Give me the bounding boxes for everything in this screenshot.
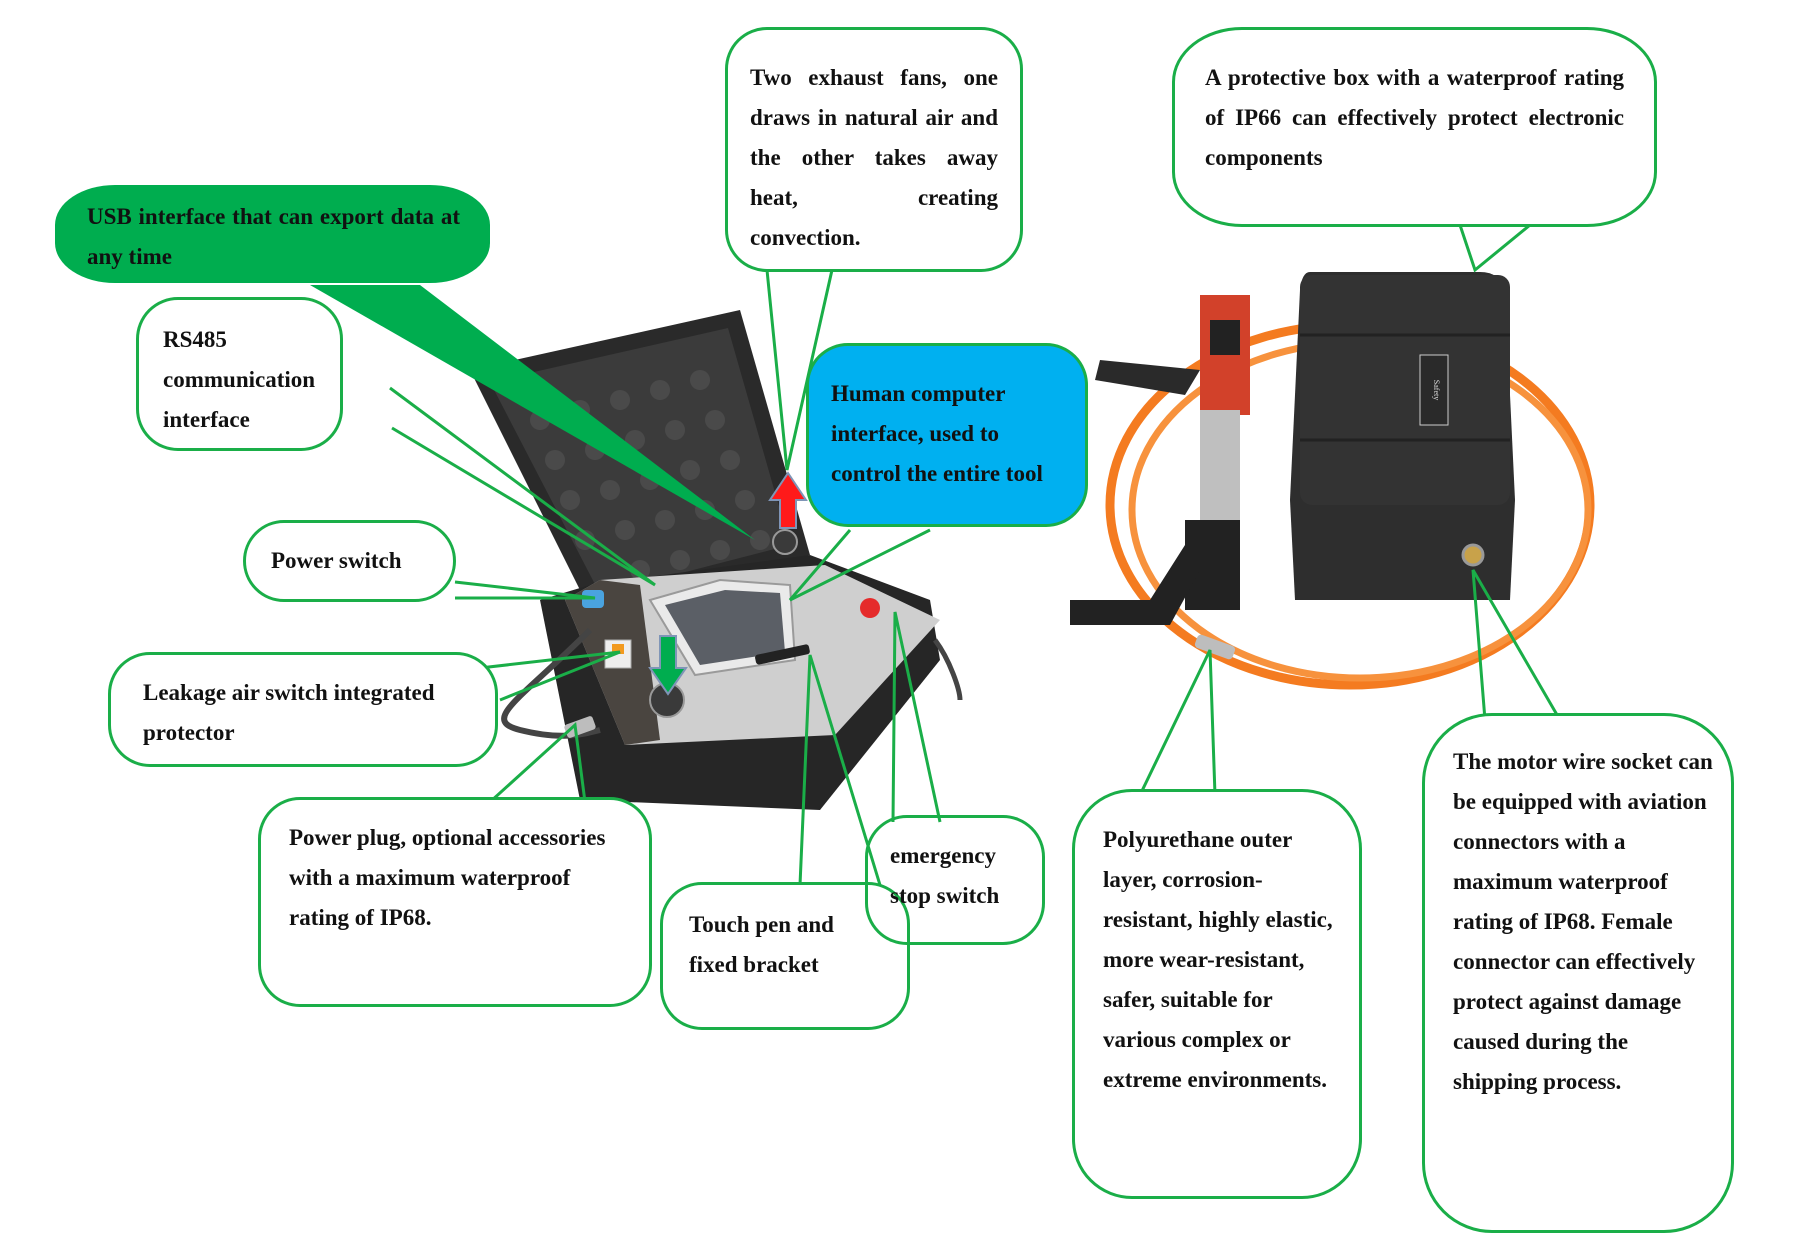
callout-touch-pen-text: Touch pen and fixed bracket: [689, 912, 834, 977]
callout-power-switch: Power switch: [243, 520, 456, 602]
box-label: [1419, 354, 1449, 426]
callout-emergency-stop-text: emergency stop switch: [890, 843, 1000, 908]
box-label-text: Safety: [1432, 380, 1441, 400]
rs485-pointer: [389, 386, 656, 587]
tool-handle: [1095, 360, 1200, 395]
callout-leakage-switch-text: Leakage air switch integrated protector: [143, 680, 435, 745]
pointer-lines: [310, 223, 1562, 886]
callout-exhaust-fans-text: Two exhaust fans, one draws in natural a…: [750, 65, 998, 250]
callout-rs485: RS485 communication interface: [136, 297, 343, 451]
reaction-arm: [1070, 545, 1200, 625]
exhaust-arrow-icon: [768, 471, 808, 529]
touch-pen-bracket: [755, 644, 810, 665]
exhaust-fan: [772, 529, 798, 555]
intake-arrow-icon: [648, 635, 688, 696]
callout-polyurethane-text: Polyurethane outer layer, corrosion-resi…: [1103, 827, 1333, 1092]
callout-hmi: Human computer interface, used to contro…: [806, 343, 1088, 527]
leakage-switch-lever: [612, 644, 624, 654]
callout-protective-box-text: A protective box with a waterproof ratin…: [1205, 65, 1624, 170]
polyurethane-pointer: [1138, 649, 1217, 796]
leakage-pointer: [479, 650, 621, 702]
callout-usb: USB interface that can export data at an…: [55, 185, 490, 283]
box-pointer: [1458, 223, 1531, 273]
power-plug-pointer: [488, 721, 587, 804]
callout-emergency-stop: emergency stop switch: [865, 815, 1045, 945]
callout-rs485-text: RS485 communication interface: [163, 327, 316, 432]
motor-wire-socket: [1461, 543, 1485, 567]
hmi-pointer: [788, 528, 931, 602]
usb-pointer: [310, 285, 755, 540]
callout-polyurethane: Polyurethane outer layer, corrosion-resi…: [1072, 789, 1362, 1199]
touch-pen-pointer: [798, 654, 882, 886]
exhaust-pointer: [765, 269, 834, 471]
emergency-stop-pointer: [891, 611, 942, 823]
callout-leakage-switch: Leakage air switch integrated protector: [108, 652, 498, 767]
control-case: [470, 310, 963, 810]
box-lid-top: [1300, 275, 1510, 505]
power-switch-pointer: [454, 580, 596, 600]
tool-and-box: Safety: [1070, 272, 1595, 690]
motor-socket-pointer: [1471, 569, 1562, 721]
callout-power-plug-text: Power plug, optional accessories with a …: [289, 825, 606, 930]
callout-motor-socket: The motor wire socket can be equipped wi…: [1422, 713, 1734, 1233]
rear-cable: [932, 638, 963, 701]
hmi-display: [665, 590, 785, 665]
callout-motor-socket-text: The motor wire socket can be equipped wi…: [1453, 749, 1713, 1094]
callout-exhaust-fans: Two exhaust fans, one draws in natural a…: [725, 27, 1023, 272]
callout-protective-box: A protective box with a waterproof ratin…: [1172, 27, 1657, 227]
emergency-stop: [860, 598, 880, 618]
tool-barrel: [1200, 410, 1240, 520]
callout-usb-text: USB interface that can export data at an…: [87, 204, 460, 269]
power-plug: [564, 716, 596, 738]
callout-hmi-text: Human computer interface, used to contro…: [831, 381, 1043, 486]
cable-connector: [1194, 634, 1236, 660]
callout-power-switch-text: Power switch: [271, 548, 402, 573]
callout-power-plug: Power plug, optional accessories with a …: [258, 797, 652, 1007]
tool-label: [1210, 320, 1240, 355]
